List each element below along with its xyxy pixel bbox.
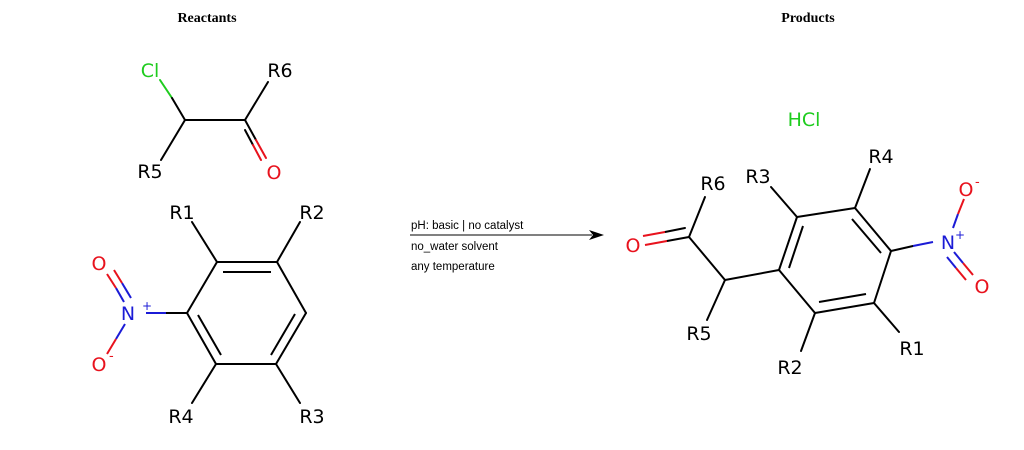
reactants-heading: Reactants — [177, 11, 237, 26]
reactant-nitrobenzene: R1 R2 R3 R4 N + O O - — [92, 202, 325, 428]
p-ring-bond-6 — [778, 216, 798, 271]
p-group-r3: R3 — [745, 166, 770, 188]
atom-cl: Cl — [141, 60, 160, 82]
p-bond-n-otop-red — [957, 198, 965, 215]
bond-c-r5 — [160, 119, 186, 161]
products-heading: Products — [781, 11, 835, 26]
p-bond-ch-co — [688, 236, 726, 281]
condition-line-1: pH: basic | no catalyst — [411, 220, 524, 232]
ring-inner-2 — [270, 313, 296, 356]
p-ring-bond-5 — [778, 269, 816, 314]
p-bond-r3 — [770, 186, 798, 218]
group-r6: R6 — [267, 60, 292, 82]
group-r4: R4 — [168, 406, 193, 428]
p-bond-c-n-black — [890, 245, 914, 252]
ring-bond-6 — [186, 261, 218, 314]
p-bond-ring-ch — [724, 269, 780, 281]
group-r3: R3 — [299, 406, 324, 428]
atom-o: O — [267, 162, 282, 184]
p-atom-o-bottom: O — [975, 276, 990, 298]
bond-r1 — [191, 221, 218, 263]
p-bond-n-obot-blue-2 — [946, 256, 957, 269]
ring-bond-5 — [186, 312, 217, 365]
bond-cl-c-green — [159, 79, 173, 99]
atom-o-single: O — [92, 354, 107, 376]
bond-n-o-double-blue-2 — [121, 282, 132, 299]
ring-bond-2 — [276, 261, 307, 314]
bond-co-double-red — [252, 144, 262, 161]
p-bond-r2 — [800, 312, 816, 352]
p-group-r4: R4 — [868, 146, 893, 168]
p-bond-co-double-red — [642, 231, 666, 237]
arrow-head-icon — [589, 230, 604, 240]
p-bond-n-obot-red — [962, 262, 974, 276]
p-bond-n-otop-blue — [952, 213, 959, 229]
p-bond-co-black — [666, 236, 690, 242]
p-group-r5: R5 — [686, 323, 711, 345]
p-ring-bond-3 — [873, 250, 892, 304]
p-ring-bond-4 — [814, 302, 875, 314]
p-charge-n-plus: + — [955, 228, 965, 242]
ring-bond-3 — [275, 312, 307, 365]
charge-o-minus: - — [109, 349, 114, 364]
condition-line-3: any temperature — [411, 261, 495, 273]
atom-o-double: O — [92, 253, 107, 275]
bond-r2 — [276, 221, 301, 263]
p-ring-inner-1 — [851, 218, 882, 254]
p-bond-n-obot-red-2 — [955, 267, 967, 281]
p-atom-o-top: O — [959, 179, 974, 201]
bond-r4 — [191, 363, 217, 404]
bond-n-o-single-blue — [115, 323, 126, 340]
reactant-chloroketone: Cl R5 R6 O — [137, 60, 292, 184]
bond-n-o-double-red — [106, 273, 117, 289]
bond-r3 — [275, 363, 301, 404]
bond-c-r6 — [244, 81, 269, 121]
p-atom-o: O — [626, 235, 641, 257]
ring-inner-3 — [197, 314, 222, 356]
p-charge-o-minus: - — [975, 175, 980, 190]
p-ring-bond-1 — [796, 207, 856, 218]
p-atom-n: N — [941, 232, 955, 254]
atom-n: N — [121, 303, 135, 325]
p-bond-n-obot-blue — [953, 251, 964, 264]
bond-co-double-black — [244, 129, 254, 146]
p-ring-bond-2 — [854, 207, 892, 252]
group-r2: R2 — [299, 202, 324, 224]
bond-n-o-single-red — [106, 338, 117, 355]
p-bond-ch-r5 — [706, 279, 726, 321]
condition-line-2: no_water solvent — [411, 241, 499, 253]
p-group-r2: R2 — [777, 357, 802, 379]
charge-n-plus: + — [142, 299, 152, 313]
bond-co-black — [244, 119, 257, 141]
p-group-r6: R6 — [700, 173, 725, 195]
bond-cl-c-black — [171, 97, 186, 121]
p-bond-co-r6 — [688, 196, 706, 238]
group-r5: R5 — [137, 161, 162, 183]
p-bond-co-double-black — [664, 227, 686, 233]
bond-co-red — [255, 139, 267, 159]
p-bond-r4 — [854, 168, 871, 209]
reaction-arrow-group: pH: basic | no catalyst no_water solvent… — [410, 220, 604, 273]
p-bond-co-red — [644, 240, 668, 246]
p-bond-r1 — [873, 302, 900, 333]
p-bond-c-n-blue — [912, 241, 934, 247]
bond-n-o-double-red-2 — [113, 269, 123, 284]
byproduct-hcl: HCl — [788, 109, 821, 131]
p-ring-inner-2 — [818, 293, 867, 303]
p-ring-inner-3 — [788, 225, 804, 269]
group-r1: R1 — [169, 202, 194, 224]
p-group-r1: R1 — [899, 338, 924, 360]
product-molecule: R3 R4 R1 R2 R5 R6 O N + O - O — [626, 146, 990, 379]
bond-n-o-double-blue — [115, 287, 125, 303]
